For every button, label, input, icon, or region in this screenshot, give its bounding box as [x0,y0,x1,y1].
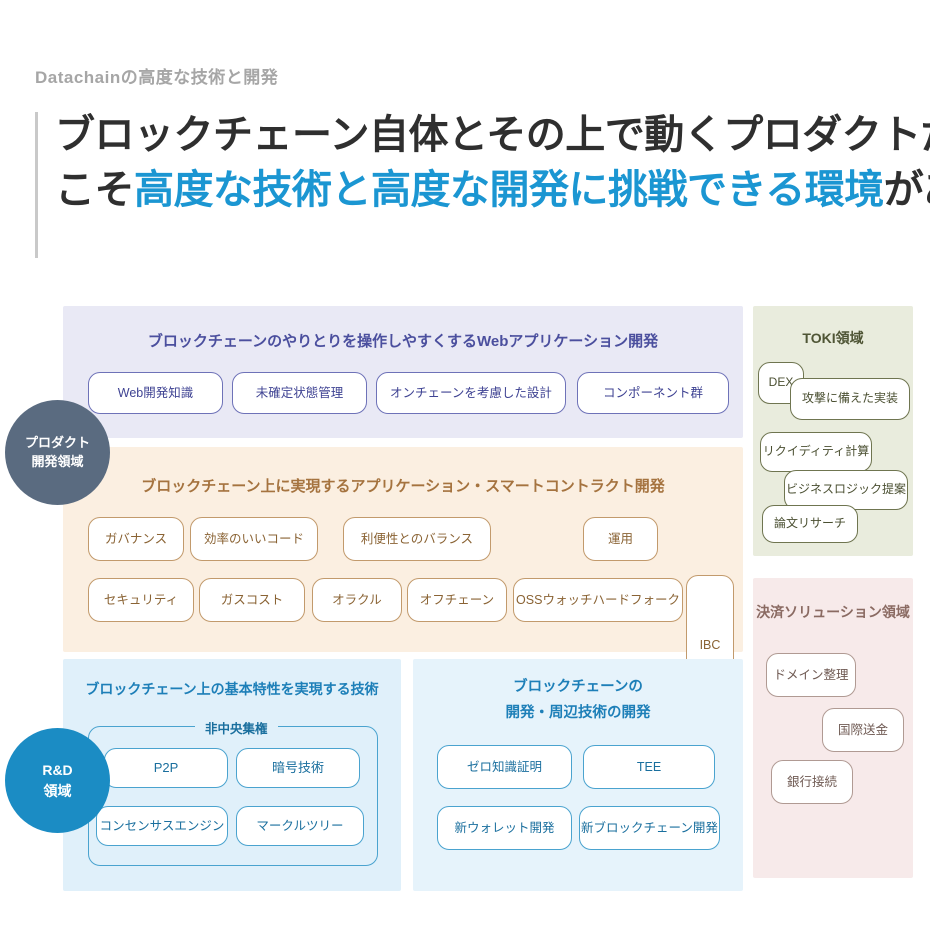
chip-paper-research[interactable]: 論文リサーチ [762,505,858,543]
chip-attack-resistant-implementation[interactable]: 攻撃に備えた実装 [790,378,910,420]
badge-product-development: プロダクト 開発領域 [5,400,110,505]
badge-product-line-2: 開発領域 [31,453,84,469]
headline-block: ブロックチェーン自体とその上で動くプロダクトだから こそ高度な技術と高度な開発に… [35,108,930,258]
chip-new-wallet-dev[interactable]: 新ウォレット開発 [437,806,572,850]
chip-new-blockchain-dev[interactable]: 新ブロックチェーン開発 [579,806,720,850]
chip-domain-organization[interactable]: ドメイン整理 [766,653,856,697]
chip-security[interactable]: セキュリティ [88,578,194,622]
eyebrow-label: Datachainの高度な技術と開発 [35,68,279,87]
chip-cryptography[interactable]: 暗号技術 [236,748,360,788]
chip-oss-watch-hardfork[interactable]: OSSウォッチハードフォーク [513,578,683,622]
panel-smart-contract-title: ブロックチェーン上に実現するアプリケーション・スマートコントラクト開発 [141,478,665,495]
headline-line2-post: がある [883,168,930,213]
badge-rd: R&D 領域 [5,728,110,833]
chip-merkle-tree[interactable]: マークルツリー [236,806,364,846]
chip-efficient-code[interactable]: 効率のいいコード [190,517,318,561]
chip-bank-connection[interactable]: 銀行接続 [771,760,853,804]
group-legend-decentralization: 非中央集権 [195,718,278,737]
badge-product-line-1: プロダクト [24,434,90,450]
chip-uncertain-state-management[interactable]: 未確定状態管理 [232,372,367,414]
chip-gas-cost[interactable]: ガスコスト [199,578,305,622]
chip-offchain[interactable]: オフチェーン [407,578,507,622]
chip-consensus-engine[interactable]: コンセンサスエンジン [96,806,228,846]
headline-line2-accent: 高度な技術と高度な開発に挑戦できる環境 [134,168,884,213]
chip-balance-with-convenience[interactable]: 利便性とのバランス [343,517,491,561]
chip-web-dev-knowledge[interactable]: Web開発知識 [88,372,223,414]
chip-governance[interactable]: ガバナンス [88,517,184,561]
panel-blockchain-dev-title-2: 開発・周辺技術の開発 [505,705,651,721]
headline-line-1: ブロックチェーン自体とその上で動くプロダクトだから [55,113,930,157]
chip-onchain-aware-design[interactable]: オンチェーンを考慮した設計 [376,372,566,414]
chip-liquidity-calculation[interactable]: リクイディティ計算 [760,432,872,472]
panel-blockchain-dev-title-1: ブロックチェーンの [513,679,643,695]
chip-tee[interactable]: TEE [583,745,715,789]
chip-operations[interactable]: 運用 [583,517,658,561]
chip-oracle[interactable]: オラクル [312,578,402,622]
panel-payment-solution-title: 決済ソリューション領域 [756,604,910,620]
badge-rd-line-2: 領域 [43,782,72,799]
headline-rule [35,112,38,258]
chip-component-library[interactable]: コンポーネント群 [577,372,729,414]
headline-line2-pre: こそ [55,168,135,213]
badge-rd-line-1: R&D [42,762,73,779]
panel-web-app-title: ブロックチェーンのやりとりを操作しやすくするWebアプリケーション開発 [147,333,659,350]
chip-international-remittance[interactable]: 国際送金 [822,708,904,752]
chip-zero-knowledge-proof[interactable]: ゼロ知識証明 [437,745,572,789]
panel-toki-title: TOKI領域 [802,330,864,346]
headline-line-2: こそ高度な技術と高度な開発に挑戦できる環境がある [55,163,930,218]
panel-base-tech-title: ブロックチェーン上の基本特性を実現する技術 [85,681,379,697]
chip-p2p[interactable]: P2P [104,748,228,788]
chip-business-logic-proposal[interactable]: ビジネスロジック提案 [784,470,908,510]
